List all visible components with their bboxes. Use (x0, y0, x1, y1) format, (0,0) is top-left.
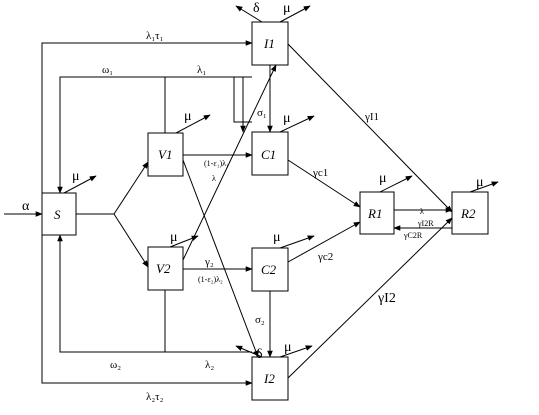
i1-delta-arrow (235, 5, 263, 23)
s-to-i2-loop-arrow (41, 235, 253, 386)
box-r2 (451, 191, 489, 235)
i1-to-r2-arrow (287, 43, 453, 213)
i1-mu-arrow (279, 5, 311, 23)
rate-alpha: α (22, 199, 30, 214)
rate-lambda2: λ₂ (205, 359, 214, 371)
c2-to-r1-arrow (287, 221, 361, 263)
rate-gamma-c2r: γC2R (403, 231, 423, 240)
s-to-v1-arrow (113, 161, 149, 215)
i2-mu-arrow (279, 345, 313, 358)
box-v1 (147, 132, 184, 177)
rate-mu-v2: μ (170, 230, 178, 245)
rate-delta-i1: δ (253, 1, 260, 16)
label-s: S (54, 207, 61, 222)
box-r1 (359, 191, 395, 235)
label-r1: R1 (367, 206, 382, 221)
label-i1: I1 (263, 36, 275, 51)
rate-mu-c1: μ (283, 111, 291, 126)
v1-to-i2-arrow (182, 159, 259, 358)
rate-mu-i2: μ (284, 340, 292, 355)
label-v1: V1 (158, 147, 172, 162)
s-to-i1-loop-arrow (41, 40, 253, 193)
rate-mu-i1: μ (283, 1, 291, 16)
rate-lambda1-tau1: λ₁τ₁ (146, 30, 164, 42)
label-c1: C1 (261, 147, 276, 162)
s-mu-arrow (63, 175, 97, 194)
rate-lambda1: λ₁ (197, 64, 206, 76)
rate-r-lambda: λ (420, 207, 424, 216)
r1-mu-arrow (379, 175, 413, 193)
label-v2: V2 (156, 261, 171, 276)
rate-gamma-i2r: γI2R (417, 219, 434, 228)
compartment-boxes (41, 21, 489, 401)
rate-gamma-i2: γI2 (377, 291, 396, 306)
flow-arrows (4, 5, 499, 386)
rate-omega2: ω₂ (110, 359, 121, 371)
i2-delta-arrow (235, 345, 263, 358)
rate-lambda-small: λ (212, 174, 216, 183)
rate-gamma-i1: γI1 (364, 111, 379, 123)
omega2-loop-arrow (57, 234, 252, 353)
compartment-labels: S V1 V2 C1 C2 I1 I2 R1 R2 (54, 36, 476, 386)
rate-mu-s: μ (72, 169, 80, 184)
v2-mu-arrow (169, 235, 199, 248)
box-i2 (251, 356, 289, 401)
rate-gamma-c1: γc1 (312, 167, 328, 179)
i2-to-r2-arrow (287, 217, 453, 379)
v2-to-i1-arrow (182, 64, 277, 261)
rate-sigma1: σ₁ (257, 107, 267, 119)
c1-mu-arrow (279, 115, 315, 133)
c2-mu-arrow (279, 235, 315, 249)
v1-mu-arrow (175, 114, 211, 134)
label-c2: C2 (261, 262, 277, 277)
rate-v1-to-c1: (1-ε₁)λ₁ (204, 159, 229, 168)
rate-mu-v1: μ (184, 109, 192, 124)
rate-mu-r1: μ (379, 171, 387, 186)
rate-mu-c2: μ (273, 230, 281, 245)
label-r2: R2 (460, 206, 476, 221)
rate-sigma2: σ₂ (255, 314, 265, 326)
rate-lambda2-tau2: λ₂τ₂ (146, 391, 164, 403)
rate-mu-r2: μ (476, 175, 484, 190)
c1-to-r1-arrow (287, 159, 361, 208)
rate-v2-to-c2: (1-ε₂)λ₂ (198, 275, 223, 284)
label-i2: I2 (263, 371, 275, 386)
rate-gamma-c2: γc2 (317, 251, 333, 263)
rate-gamma2: γ₂ (204, 256, 214, 268)
r2-mu-arrow (469, 181, 499, 193)
box-c1 (251, 131, 289, 176)
rate-delta-i2: δ (256, 347, 263, 362)
rate-omega1: ω₁ (102, 64, 113, 76)
s-to-v2-arrow (113, 213, 149, 268)
rate-labels: α λ₁τ₁ ω₁ λ₁ σ₁ (1-ε₁)λ₁ λ γ₂ (1-ε₂)λ₂ σ… (22, 1, 484, 403)
